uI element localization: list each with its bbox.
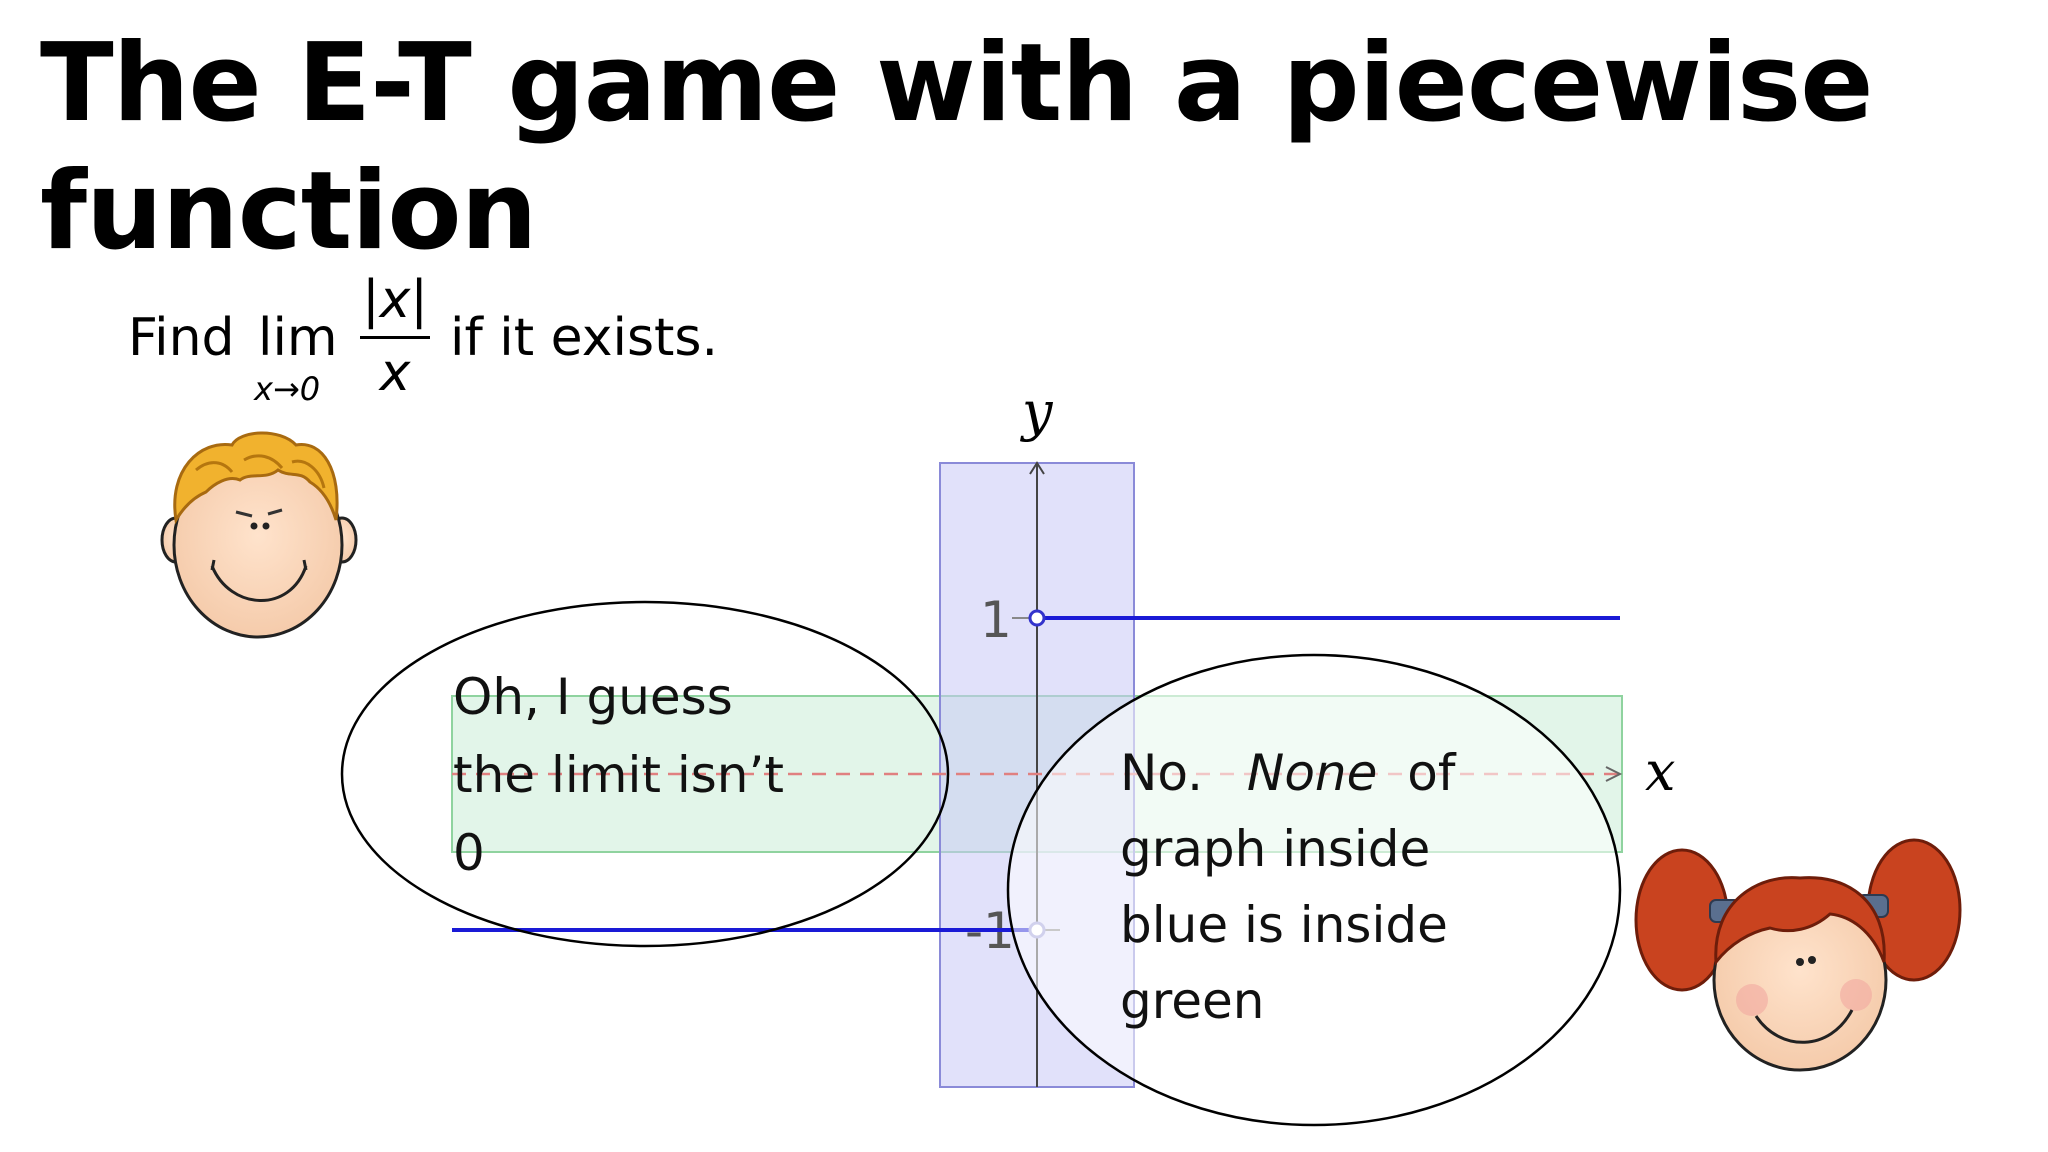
fraction-numerator: |x|: [362, 270, 428, 330]
x-axis-arrow: [1605, 766, 1623, 782]
right-bubble-line-1: No. None of: [1120, 744, 1457, 802]
right-bubble-line-4: green: [1120, 972, 1264, 1030]
right-bubble-of: of: [1407, 744, 1457, 802]
fraction-bar: [360, 336, 430, 339]
left-bubble-line-3: 0: [453, 824, 485, 882]
lim-subscript: x→0: [254, 370, 321, 408]
fraction-denominator: x: [379, 343, 411, 403]
find-label: Find: [128, 308, 235, 368]
y-axis-arrow: [1029, 461, 1045, 475]
fraction: |x| x: [360, 270, 430, 403]
tick-label-pos-one: 1: [980, 591, 1012, 649]
right-bubble-none: None: [1247, 744, 1377, 802]
right-bubble-no: No.: [1120, 744, 1203, 802]
y-axis-label: y: [1020, 380, 1054, 443]
right-bubble-line-2: graph inside: [1120, 820, 1430, 878]
girl-avatar: [1634, 838, 1962, 1072]
left-bubble-line-1: Oh, I guess: [453, 668, 733, 726]
problem-tail: if it exists.: [450, 308, 719, 368]
left-speech-bubble: [340, 600, 950, 948]
boy-avatar: [160, 431, 358, 639]
x-axis-label: x: [1645, 740, 1675, 803]
slide-title: The E-T game with a piecewise function: [40, 21, 1874, 274]
open-dot-positive: [1028, 609, 1046, 627]
right-bubble-line-3: blue is inside: [1120, 896, 1448, 954]
right-speech-bubble: [1006, 653, 1622, 1127]
lim-label: lim: [258, 308, 338, 368]
left-bubble-line-2: the limit isn’t: [453, 746, 784, 804]
